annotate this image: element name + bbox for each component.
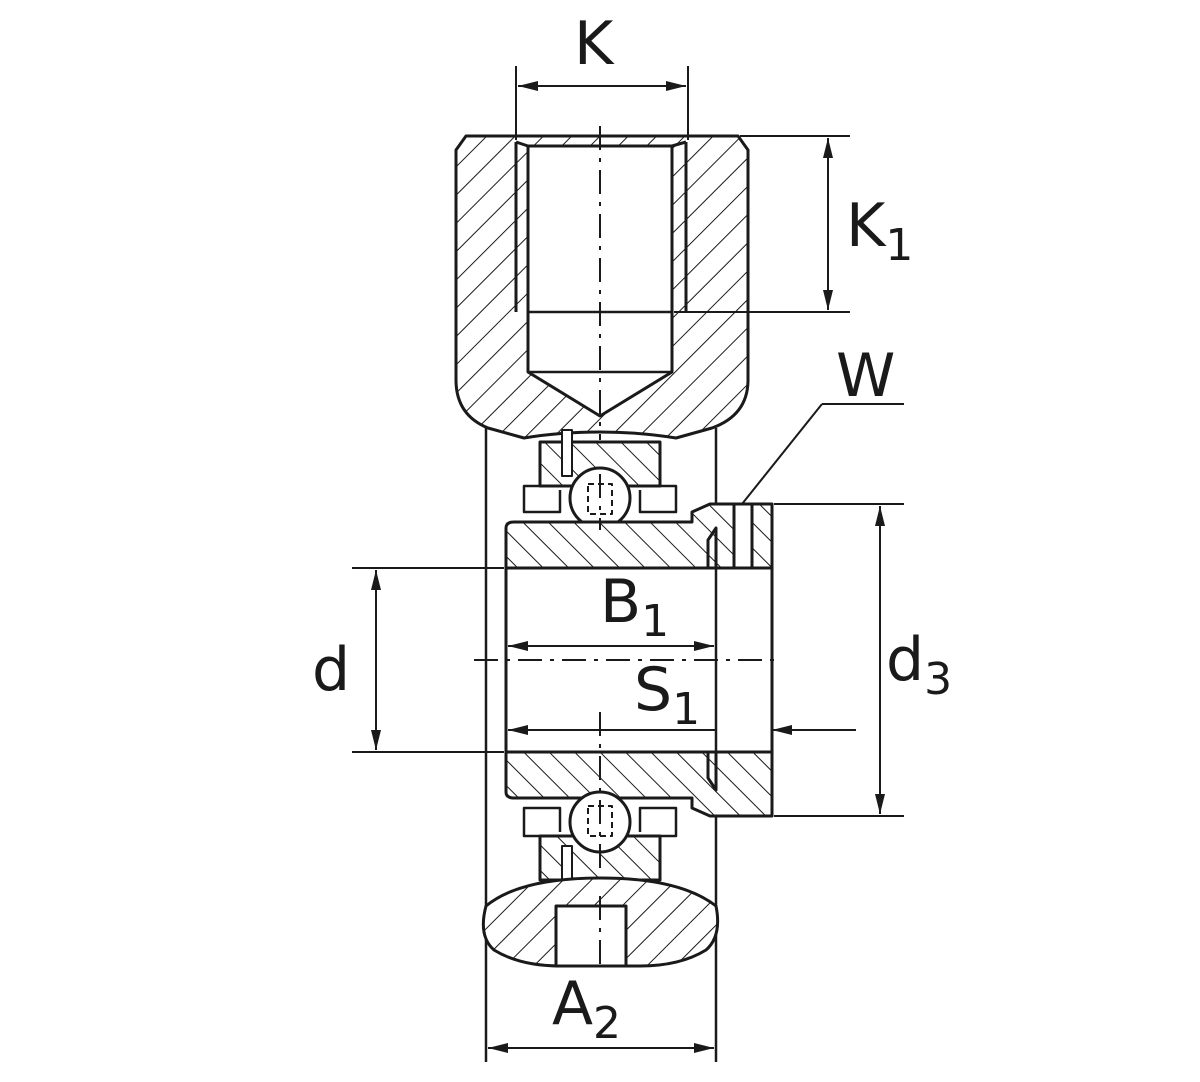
dimension-W [741,403,904,505]
label-S1: S1 [634,655,700,735]
housing-top [454,134,750,440]
label-W: W [836,341,895,411]
label-K: K [574,9,615,79]
inner-ring-bottom [504,750,774,818]
inner-ring-top [504,502,774,570]
label-K1: K1 [846,191,913,271]
label-B1: B1 [600,567,669,647]
dimension-d [352,567,504,753]
label-d: d [312,635,350,705]
lube-hole [554,904,628,968]
label-A2: A2 [552,969,621,1049]
dimension-K [515,66,689,140]
dimension-B1 [508,568,717,752]
grub-screw [732,502,754,570]
label-d3: d3 [886,625,952,705]
housing-bottom [481,876,720,968]
dimension-d3 [774,503,904,817]
dimension-K1 [674,135,850,313]
center-lines [474,126,782,966]
